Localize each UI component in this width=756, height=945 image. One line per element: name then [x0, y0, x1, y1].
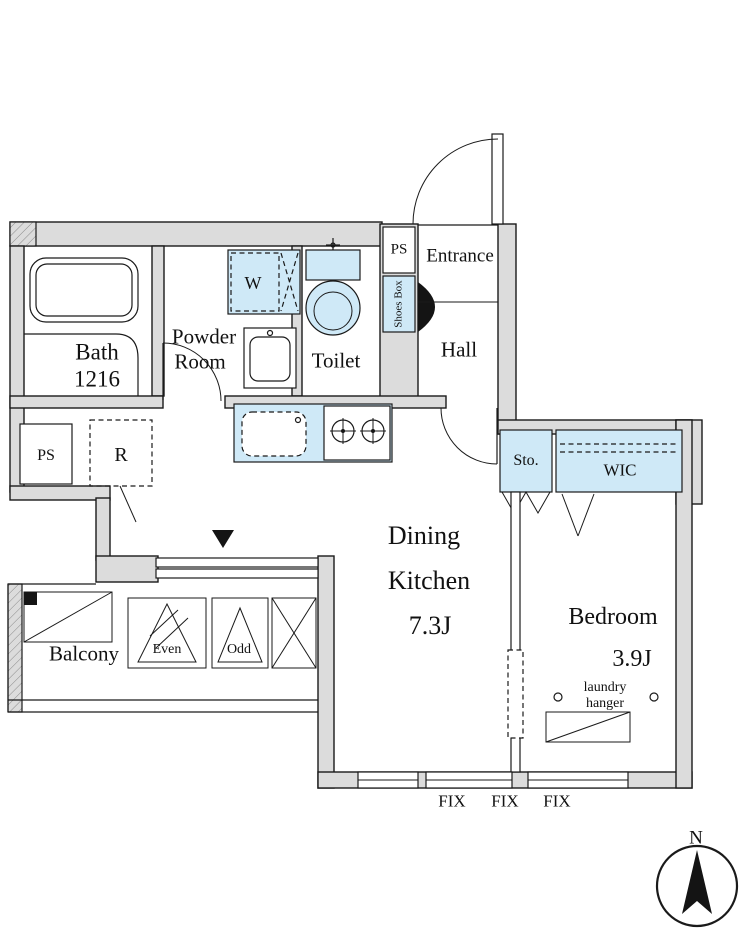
powder-sink	[243, 327, 297, 389]
powder-room-label-2: Room	[174, 349, 226, 374]
bedroom-partition	[507, 491, 524, 773]
refrigerator-space	[89, 419, 153, 523]
laundry-label-2: hanger	[585, 696, 625, 711]
ps-left-label: PS	[37, 447, 55, 464]
ps-top-label: PS	[390, 241, 408, 258]
north-compass	[655, 844, 739, 928]
storage-label: Sto.	[513, 452, 539, 469]
dining-label: Dining	[387, 521, 461, 550]
powder-room-label-1: Powder	[171, 324, 237, 349]
bath-size-label: 1216	[74, 366, 120, 392]
laundry-hanger-hooks	[545, 692, 659, 743]
bath-label: Bath	[75, 339, 119, 365]
balcony-sliding-door	[155, 530, 319, 579]
toilet-label: Toilet	[311, 348, 361, 373]
fix-windows	[357, 771, 629, 789]
entrance-label: Entrance	[426, 245, 494, 267]
entrance-door	[412, 133, 504, 226]
fix-window-label-2: FIX	[491, 791, 519, 811]
bathtub	[24, 257, 139, 396]
partition-odd-label: Odd	[226, 642, 252, 657]
north-label: N	[689, 827, 703, 849]
kitchen-counter	[233, 403, 393, 463]
washer-label: W	[244, 273, 262, 293]
toilet-fixture	[305, 238, 361, 336]
bedroom-size-label: 3.9J	[612, 646, 652, 672]
shoes-box-fixture	[382, 275, 498, 333]
partition-even-label: Even	[152, 642, 182, 657]
fix-window-label-1: FIX	[438, 791, 466, 811]
bedroom-label: Bedroom	[568, 604, 658, 630]
balcony-area	[7, 583, 318, 713]
wic-label: WIC	[603, 460, 637, 480]
wic-fixture	[555, 429, 683, 537]
dk-size-label: 7.3J	[408, 611, 452, 640]
washing-machine	[227, 249, 301, 315]
shoes-box-label: Shoes Box	[392, 280, 405, 328]
refrigerator-label: R	[114, 444, 128, 466]
pipe-spaces	[19, 226, 416, 485]
balcony-label: Balcony	[49, 641, 119, 666]
hall-label: Hall	[440, 337, 478, 362]
fix-window-label-3: FIX	[543, 791, 571, 811]
storage-fixture	[499, 429, 553, 515]
laundry-label-1: laundry	[583, 680, 627, 695]
kitchen-label: Kitchen	[387, 566, 471, 595]
interior-doors	[162, 342, 498, 465]
